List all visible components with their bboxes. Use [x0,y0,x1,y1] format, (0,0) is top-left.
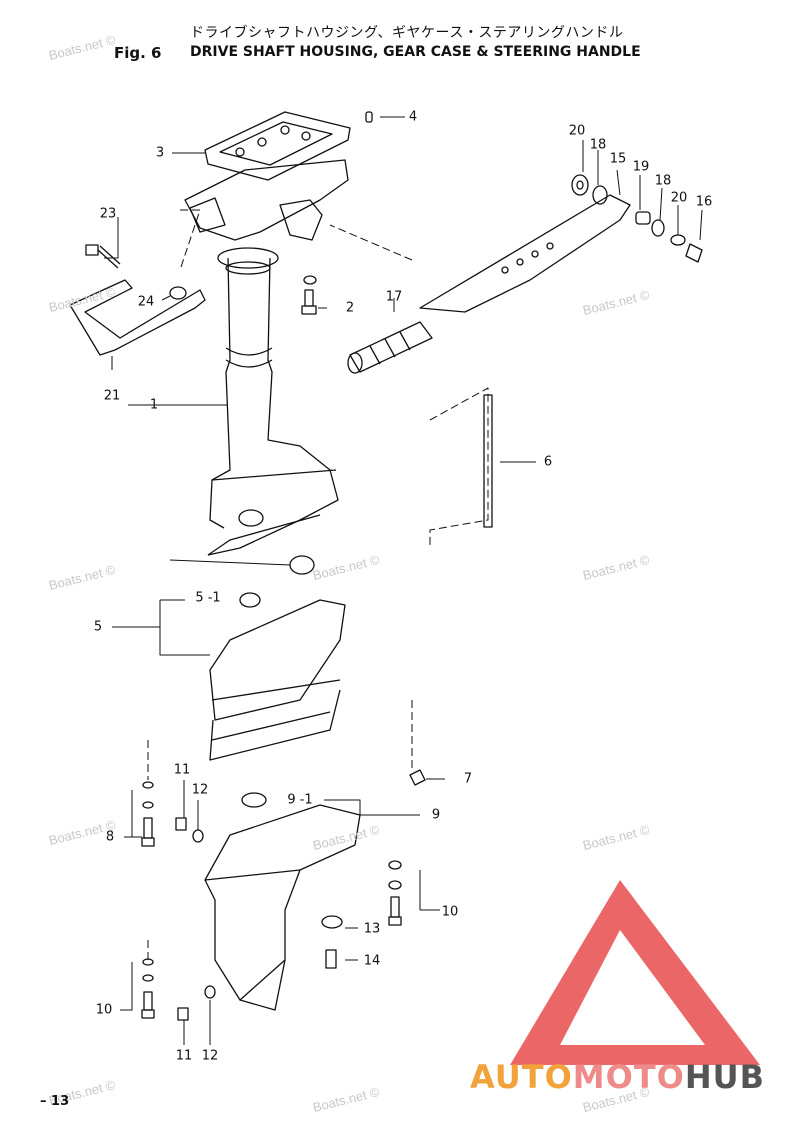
callout-label: 20 [670,190,688,206]
title-japanese: ドライブシャフトハウジング、ギヤケース・ステアリングハンドル [190,25,624,41]
brand-part-moto: MOTO [572,1058,685,1096]
part-23-nut [169,286,187,300]
callout-label: 18 [589,137,607,153]
part-17-grip [347,321,433,374]
part-24-plug [289,555,315,575]
part-11-screw-b [177,1007,189,1021]
part-1-drive-shaft-housing [184,159,349,556]
callout-label: 18 [654,173,672,189]
callout-label: 12 [191,782,209,798]
callout-label: 13 [363,921,381,937]
part-20-washer-b [670,234,686,246]
part-10-bolt-set-right [388,860,402,926]
leader-lines [104,116,703,1045]
part-11-screw [175,817,187,831]
callout-label: 16 [695,194,713,210]
part-13-plug [321,915,343,929]
callout-label: 4 [408,109,418,125]
part-18-washer [592,185,608,205]
part-2-bolt [301,275,317,315]
callout-label: 11 [175,1048,193,1064]
callout-label: 10 [95,1002,113,1018]
brand-part-hub: HUB [684,1058,766,1096]
part-15-tiller-arm [419,194,631,313]
part-8-bolt-set [141,781,155,847]
title-english: DRIVE SHAFT HOUSING, GEAR CASE & STEERIN… [190,44,641,60]
callout-label: 9 -1 [287,792,313,808]
callout-label: 3 [155,145,165,161]
part-20-washer [571,174,589,196]
part-12-washer-b [204,985,216,999]
part-21-handle-bracket [69,279,206,356]
callout-label: 8 [105,829,115,845]
part-14-screw [325,949,337,969]
brand-logo-icon [510,880,760,1065]
callout-label: 14 [363,953,381,969]
part-10-bolt-set-left [141,958,155,1019]
callout-label: 20 [568,123,586,139]
figure-label: Fig. 6 [114,44,162,62]
brand-wordmark: AUTOMOTOHUB [470,1058,765,1096]
callout-label: 9 [431,807,441,823]
callout-label: 17 [385,289,403,305]
callout-label: 1 [149,397,159,413]
part-9-gear-case [204,792,361,1011]
callout-label: 19 [632,159,650,175]
callout-label: 10 [441,904,459,920]
part-18-washer-b [651,219,665,237]
callout-label: 5 -1 [195,590,221,606]
part-5-lower-housing [209,592,346,761]
callout-label: 2 [345,300,355,316]
callout-label: 23 [99,206,117,222]
part-3-gasket [204,111,351,181]
part-22-bolt [85,244,121,269]
page-number-value: 13 [51,1094,70,1109]
part-4-pin [365,111,373,123]
callout-label: 15 [609,151,627,167]
callout-label: 24 [137,294,155,310]
callout-label: 11 [173,762,191,778]
callout-label: 7 [463,771,473,787]
part-12-washer [192,829,204,843]
part-16-bolt [685,243,703,263]
callout-label: 21 [103,388,121,404]
callout-label: 5 [93,619,103,635]
brand-part-auto: AUTO [470,1058,573,1096]
page-number: – 13 [40,1094,70,1109]
part-7-nut [409,769,426,786]
callout-label: 12 [201,1048,219,1064]
part-19-collar [635,211,651,225]
callout-label: 6 [543,454,553,470]
